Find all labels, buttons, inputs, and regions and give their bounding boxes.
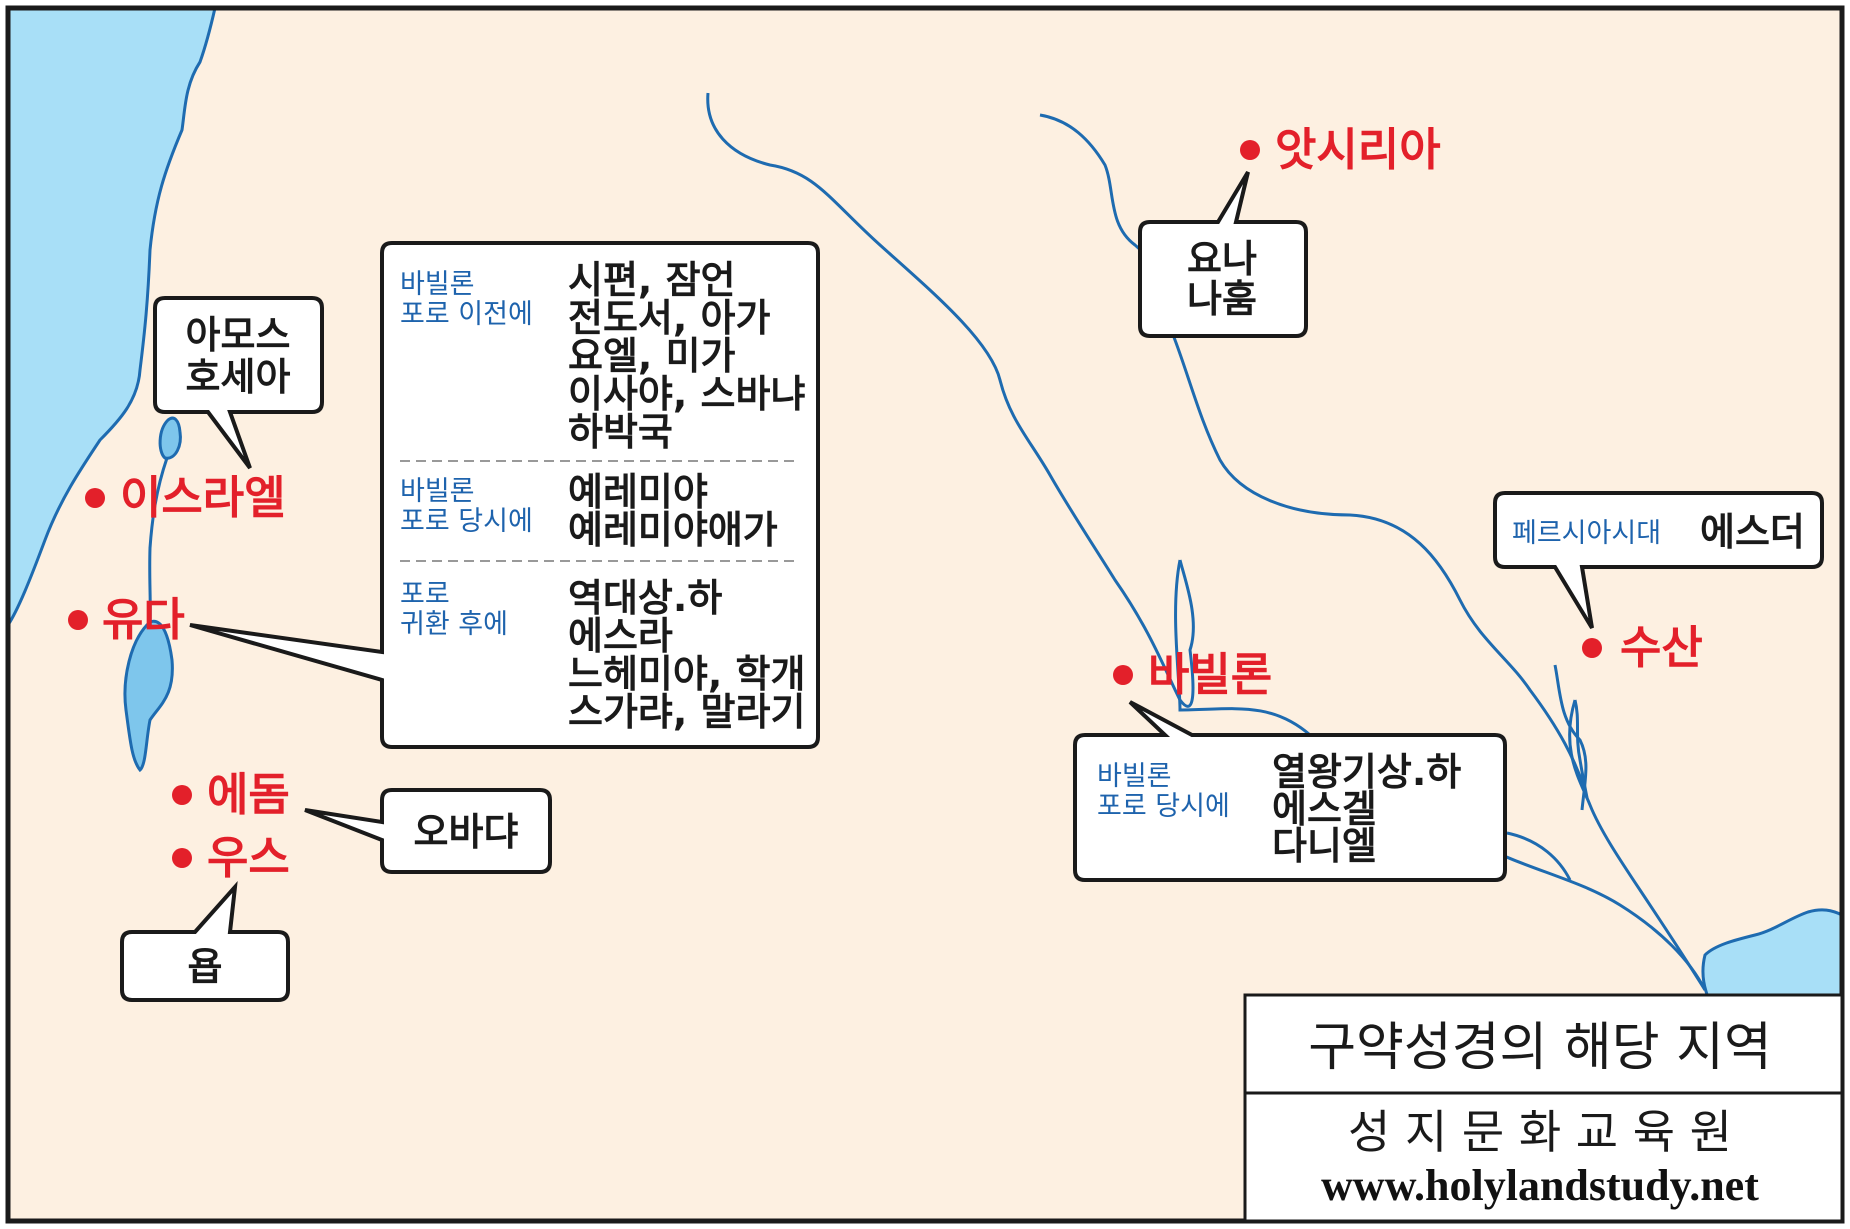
section2-label-line2: 포로 당시에 — [400, 506, 533, 537]
euphrates-river — [706, 92, 1195, 708]
bubble-jonah-line2: 나훔 — [1187, 277, 1257, 321]
judah-marker — [68, 610, 88, 630]
section1-label-line1: 바빌론 — [400, 269, 475, 300]
place-uz: 우스 — [207, 831, 290, 884]
bubble-judah-books: 바빌론 포로 이전에 시편, 잠언 전도서, 아가 요엘, 미가 이사야, 스바… — [189, 241, 820, 749]
bubble-amos-line2: 호세아 — [186, 355, 291, 399]
bubble-babylon-book-1: 열왕기상.하 — [1272, 750, 1461, 794]
susa-marker — [1582, 638, 1602, 658]
bubble-job: 욥 — [120, 880, 290, 1002]
uz-marker — [172, 848, 192, 868]
assyria-marker — [1240, 140, 1260, 160]
section1-book-2: 전도서, 아가 — [568, 296, 771, 340]
bubble-obadiah: 오바댜 — [304, 788, 552, 874]
section2-book-1: 예레미야 — [568, 470, 708, 514]
legend-url[interactable]: www.holylandstudy.net — [1321, 1161, 1759, 1210]
section3-label-line1: 포로 — [400, 579, 450, 610]
place-susa: 수산 — [1620, 621, 1703, 674]
bubble-babylon-exile: 바빌론 포로 당시에 열왕기상.하 에스겔 다니엘 — [1073, 700, 1507, 882]
bubble-amos-line1: 아모스 — [186, 313, 291, 357]
section3-book-2: 에스라 — [568, 614, 673, 658]
section3-label-line2: 귀환 후에 — [400, 609, 508, 640]
tigris-river-lower — [1568, 699, 1707, 991]
section2-book-2: 예레미야애가 — [568, 508, 778, 552]
bubble-babylon-label-line2: 포로 당시에 — [1097, 791, 1230, 822]
bubble-amos-hosea: 아모스 호세아 — [153, 296, 324, 470]
section3-book-3: 느헤미야, 학개 — [568, 652, 805, 696]
persian-gulf — [1701, 908, 1844, 1005]
bubble-babylon-book-3: 다니엘 — [1272, 824, 1377, 868]
mediterranean-sea — [6, 6, 217, 630]
place-babylon: 바빌론 — [1148, 648, 1272, 701]
place-judah: 유다 — [102, 593, 185, 646]
israel-marker — [85, 488, 105, 508]
karun-river — [1553, 664, 1588, 811]
place-assyria: 앗시리아 — [1275, 123, 1441, 176]
section1-book-4: 이사야, 스바냐 — [568, 372, 805, 416]
dead-sea — [123, 619, 174, 773]
legend-title: 구약성경의 해당 지역 — [1308, 1018, 1772, 1078]
section3-book-1: 역대상.하 — [568, 576, 722, 620]
bubble-babylon-label-line1: 바빌론 — [1097, 761, 1172, 792]
bubble-jonah-line1: 요나 — [1187, 237, 1257, 281]
bubble-job-line1: 욥 — [188, 945, 223, 989]
section2-label-line1: 바빌론 — [400, 476, 475, 507]
bubble-esther: 페르시아시대 에스더 — [1493, 491, 1824, 630]
legend-publisher: 성 지 문 화 교 육 원 — [1348, 1105, 1732, 1159]
bubble-babylon-book-2: 에스겔 — [1272, 787, 1377, 831]
edom-marker — [172, 785, 192, 805]
bubble-jonah-nahum: 요나 나훔 — [1138, 170, 1308, 338]
jordan-river — [148, 457, 169, 626]
section1-book-1: 시편, 잠언 — [568, 258, 736, 302]
section3-book-4: 스가랴, 말라기 — [568, 690, 805, 734]
sea-of-galilee — [158, 416, 182, 460]
section1-label-line2: 포로 이전에 — [400, 299, 533, 330]
river-connector — [1506, 831, 1572, 881]
place-israel: 이스라엘 — [120, 471, 286, 524]
bubble-esther-label: 페르시아시대 — [1512, 518, 1661, 549]
map-frame — [5, 5, 1845, 1224]
bubble-obadiah-line1: 오바댜 — [414, 810, 519, 854]
babylon-marker — [1113, 665, 1133, 685]
place-edom: 에돔 — [207, 768, 290, 821]
legend-box: 구약성경의 해당 지역 성 지 문 화 교 육 원 www.holylandst… — [1243, 993, 1844, 1223]
bubble-esther-book: 에스더 — [1700, 510, 1805, 554]
section1-book-3: 요엘, 미가 — [568, 334, 736, 378]
section1-book-5: 하박국 — [568, 410, 673, 454]
